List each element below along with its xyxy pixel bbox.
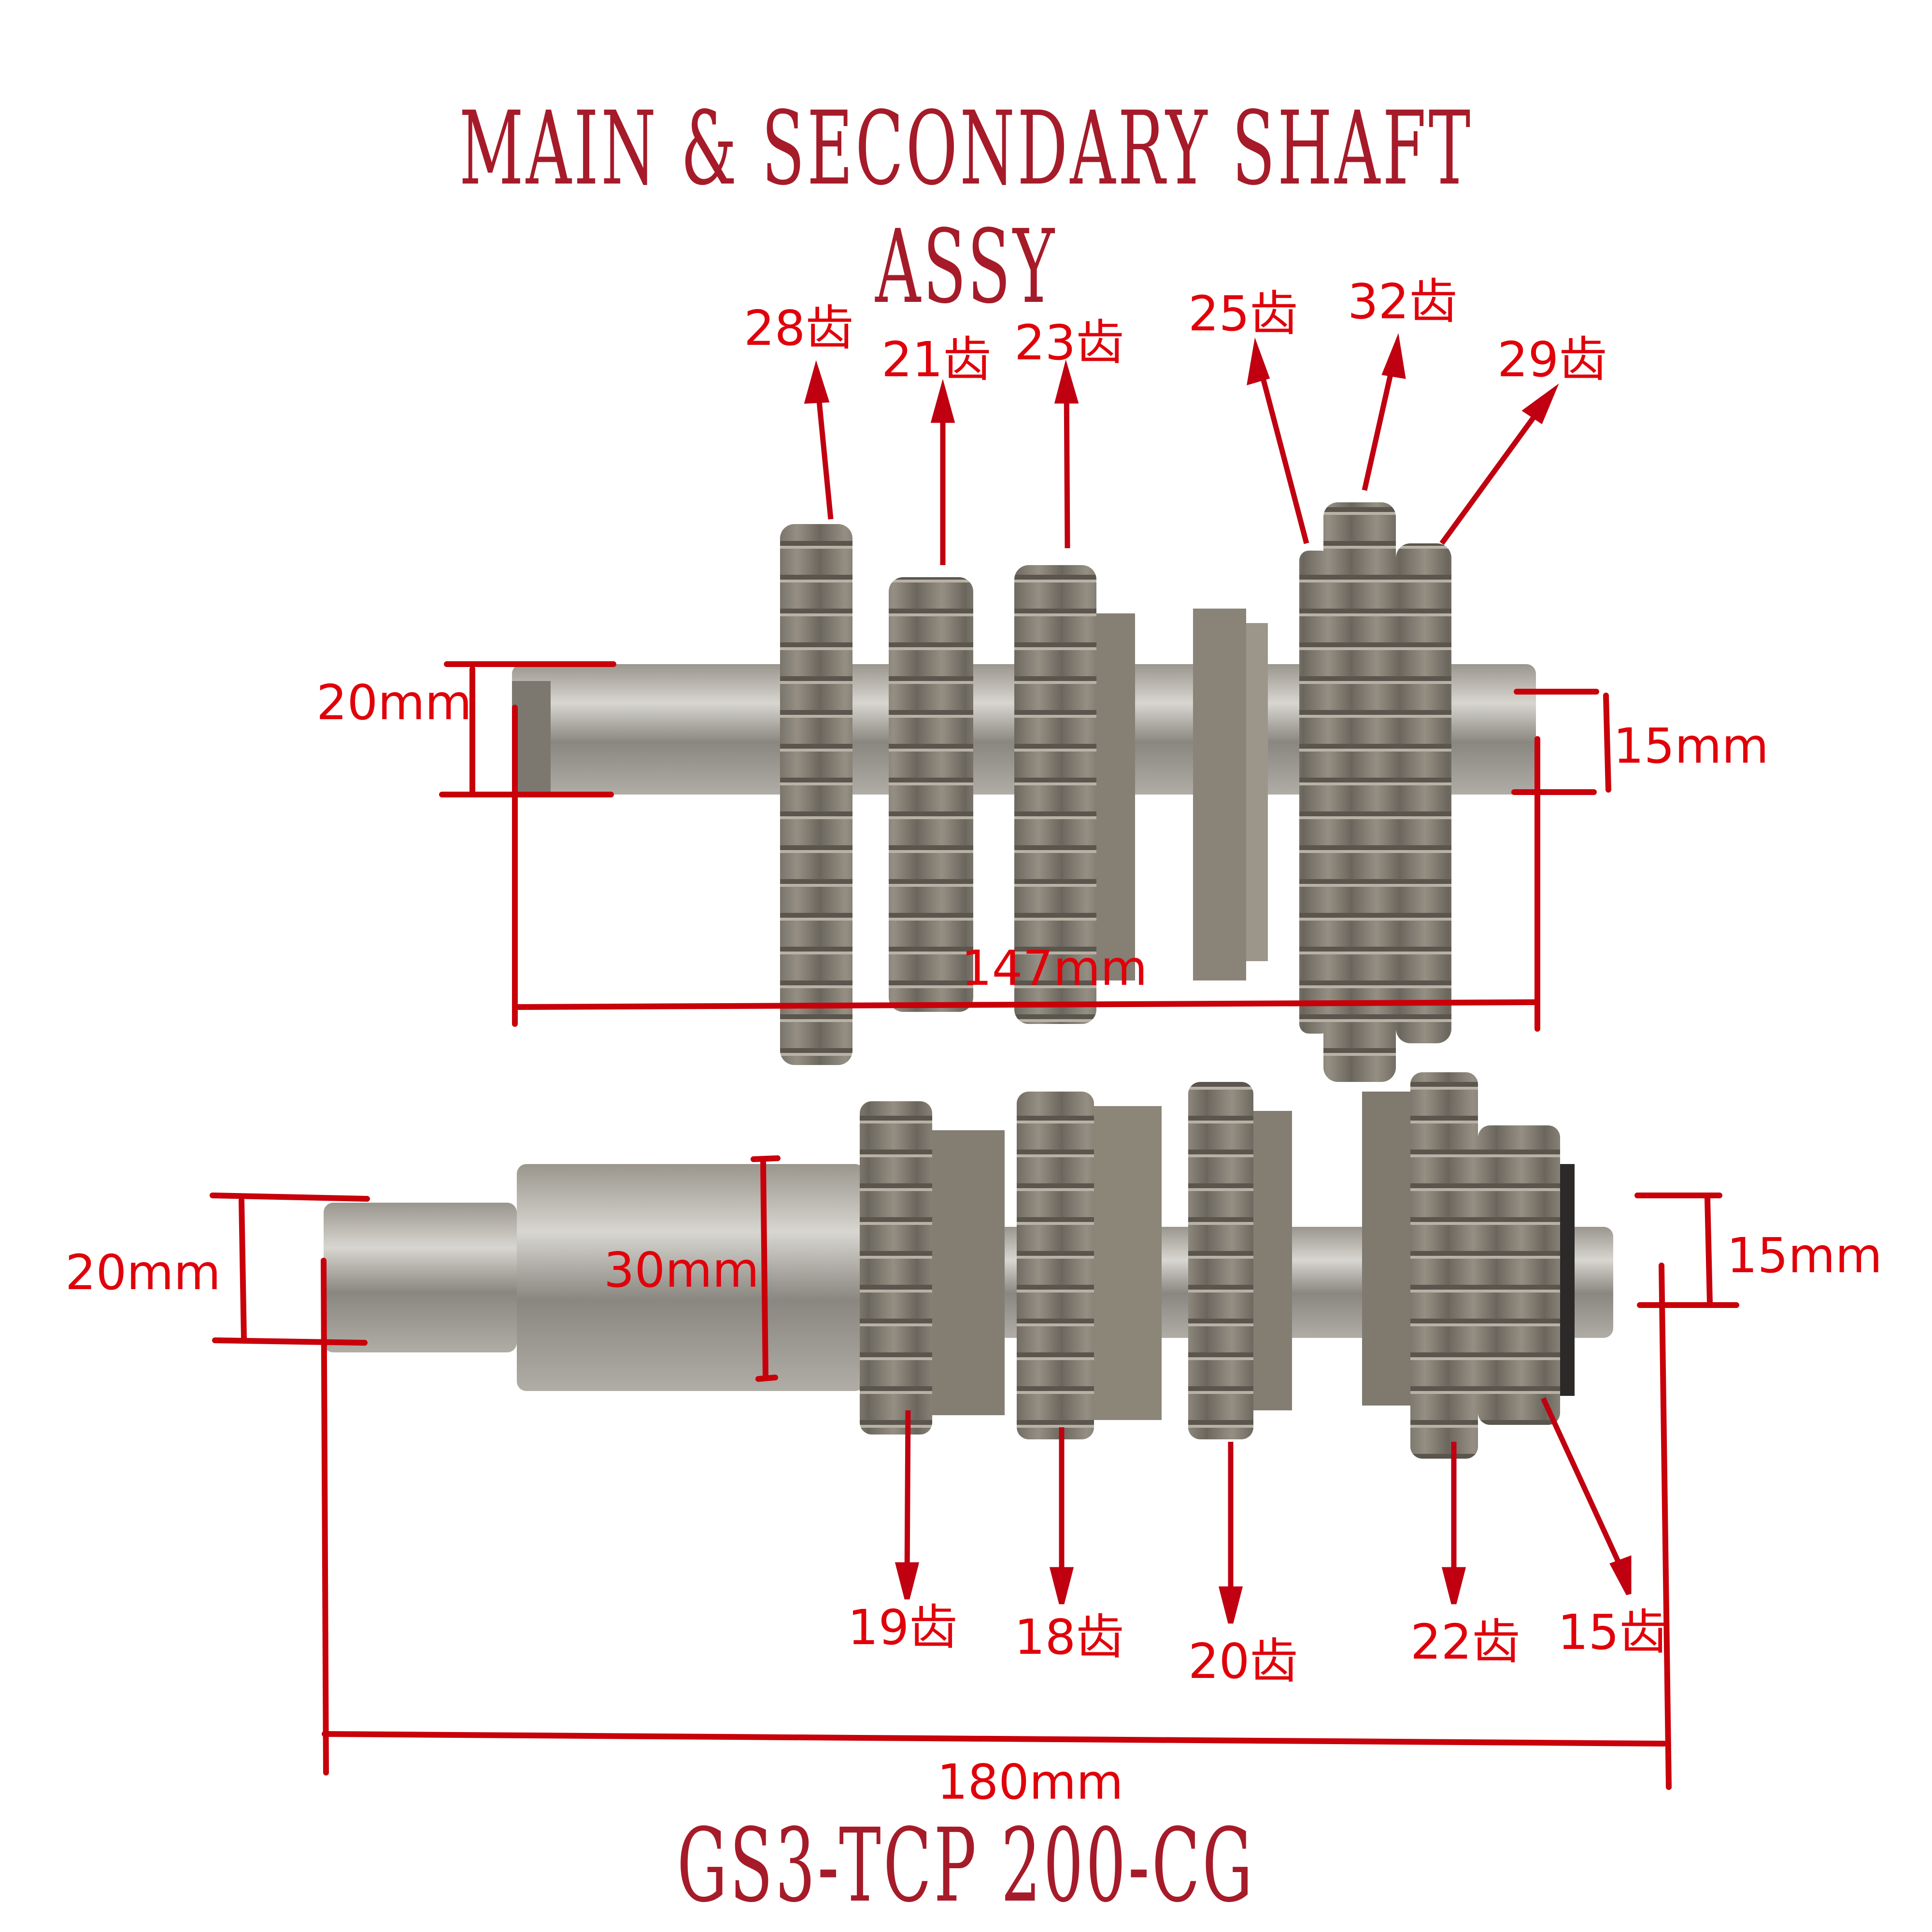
secondary-length-label: 180mm bbox=[937, 1754, 1123, 1810]
arrows-lower bbox=[895, 1397, 1632, 1624]
gear-label-20: 20齿 bbox=[1188, 1633, 1298, 1690]
gear-19 bbox=[860, 1101, 932, 1435]
gear-label-23: 23齿 bbox=[1014, 314, 1124, 371]
secondary-body-diameter-label: 30mm bbox=[604, 1242, 760, 1298]
gear-label-19: 19齿 bbox=[848, 1599, 958, 1656]
gear-label-32: 32齿 bbox=[1348, 273, 1458, 330]
arrows-upper bbox=[804, 333, 1559, 565]
gear-label-25: 25齿 bbox=[1188, 285, 1298, 342]
gear-label-21: 21齿 bbox=[881, 331, 992, 388]
gear-32 bbox=[1323, 502, 1396, 1082]
gear-20 bbox=[1188, 1082, 1253, 1439]
main-right-diameter-label: 15mm bbox=[1613, 718, 1769, 774]
gear-25 bbox=[1299, 551, 1331, 1034]
gear-label-18: 18齿 bbox=[1014, 1609, 1124, 1665]
gear-15 bbox=[1478, 1125, 1560, 1425]
main-left-diameter-label: 20mm bbox=[316, 674, 472, 731]
gear-label-29: 29齿 bbox=[1497, 331, 1607, 388]
main-shaft bbox=[512, 502, 1536, 1082]
gear-22 bbox=[1410, 1072, 1478, 1459]
gear-28 bbox=[780, 524, 852, 1065]
gear-label-28: 28齿 bbox=[744, 300, 854, 356]
gear-18 bbox=[1017, 1092, 1094, 1439]
gear-23 bbox=[1014, 565, 1096, 1024]
gear-29 bbox=[1396, 543, 1451, 1043]
main-length-label: 147mm bbox=[961, 940, 1148, 996]
dimension-lines-upper bbox=[439, 661, 1611, 1032]
page-title: MAIN & SECONDARY SHAFT ASSY bbox=[459, 89, 1473, 326]
secondary-right-diameter-label: 15mm bbox=[1727, 1227, 1883, 1284]
model-number: GS3-TCP 200-CG bbox=[677, 1806, 1255, 1925]
gear-21 bbox=[889, 577, 973, 1012]
secondary-shaft bbox=[324, 1072, 1613, 1459]
secondary-left-diameter-label: 20mm bbox=[65, 1244, 221, 1301]
gear-label-22: 22齿 bbox=[1410, 1614, 1520, 1670]
dimension-lines-lower bbox=[210, 1155, 1739, 1790]
gear-label-15: 15齿 bbox=[1558, 1604, 1668, 1661]
